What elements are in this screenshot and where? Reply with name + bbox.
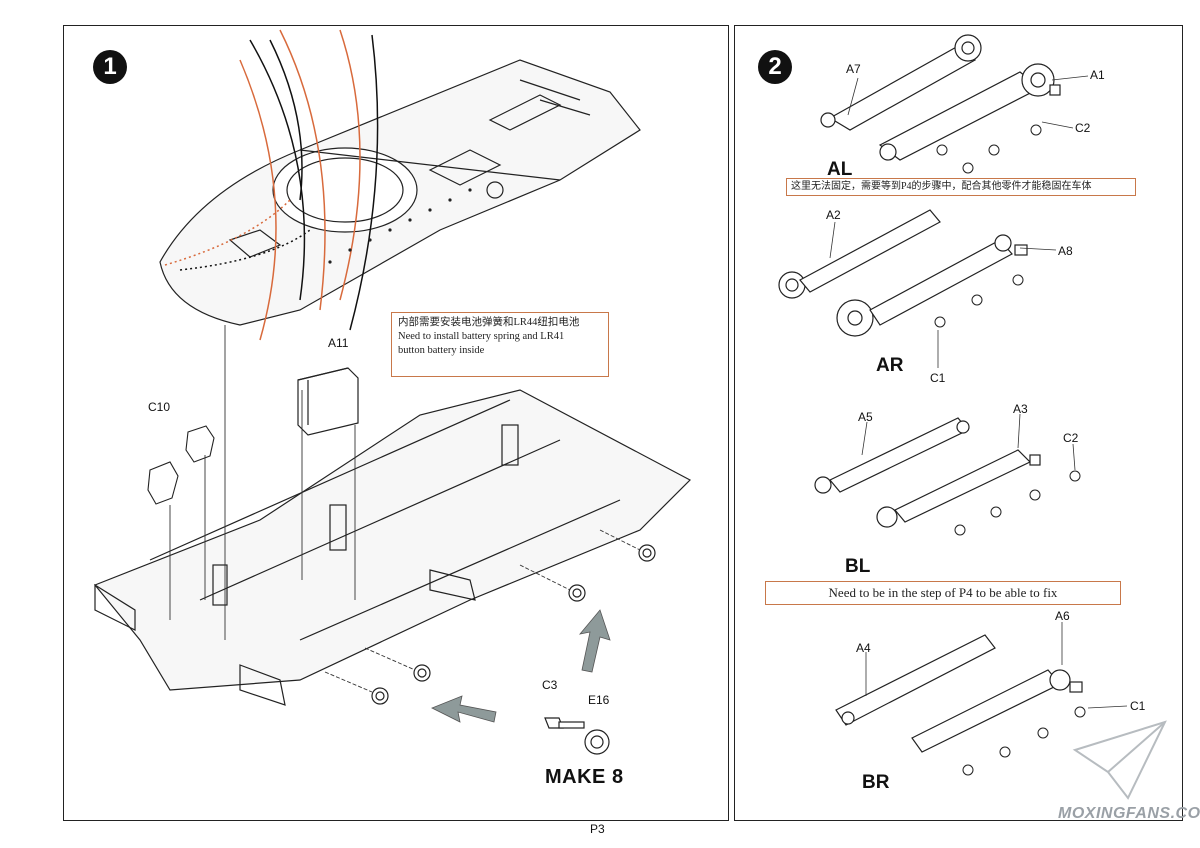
watermark-text: MOXINGFANS.COM xyxy=(1058,805,1200,822)
bl-fix-note-en: Need to be in the step of P4 to be able … xyxy=(765,581,1121,605)
hull-top-drawing xyxy=(159,59,641,326)
step-2-badge: 2 xyxy=(758,50,792,84)
label-a2: A2 xyxy=(826,208,841,222)
label-a8: A8 xyxy=(1058,244,1073,258)
wires xyxy=(164,29,379,341)
road-wheel-hubs xyxy=(371,544,656,705)
label-a4: A4 xyxy=(856,641,871,655)
part-c10 xyxy=(147,425,215,505)
label-a11: A11 xyxy=(328,336,349,350)
label-bl-c2: C2 xyxy=(1063,431,1079,445)
assembly-al xyxy=(820,34,1061,161)
battery-note-en-1: Need to install battery spring and LR41 xyxy=(398,331,565,342)
al-fix-note-cn: 这里无法固定，需要等到P4的步骤中，配合其他零件才能稳固在车体 xyxy=(786,178,1136,196)
guide-lines-1 xyxy=(169,325,356,640)
label-a6: A6 xyxy=(1055,609,1070,623)
title-al: AL xyxy=(827,159,853,180)
br-bolts xyxy=(962,706,1086,776)
direction-arrows xyxy=(431,609,611,723)
label-c3: C3 xyxy=(542,678,558,692)
watermark-plane-icon xyxy=(1072,720,1167,800)
hub-lines xyxy=(324,529,641,693)
label-a7: A7 xyxy=(846,62,861,76)
label-a5: A5 xyxy=(858,410,873,424)
label-a3: A3 xyxy=(1013,402,1028,416)
label-c10: C10 xyxy=(148,400,171,414)
label-al-c2: C2 xyxy=(1075,121,1091,135)
battery-box xyxy=(297,367,359,436)
leader-lines-2 xyxy=(829,75,1128,709)
hull-bottom-drawing xyxy=(94,389,691,706)
label-e16: E16 xyxy=(588,693,610,707)
label-a1: A1 xyxy=(1090,68,1105,82)
title-bl: BL xyxy=(845,556,871,577)
battery-note: 内部需要安装电池弹簧和LR44纽扣电池 Need to install batt… xyxy=(391,312,609,377)
battery-note-en-2: button battery inside xyxy=(398,345,485,356)
assembly-ar xyxy=(778,209,1028,337)
part-c3-e16 xyxy=(544,717,610,755)
ar-bolts xyxy=(934,274,1024,328)
step-1-badge: 1 xyxy=(93,50,127,84)
label-ar-c1: C1 xyxy=(930,371,946,385)
title-br: BR xyxy=(862,772,890,793)
label-br-c1: C1 xyxy=(1130,699,1146,713)
assembly-br xyxy=(835,634,1083,753)
al-bolts xyxy=(936,124,1042,174)
make-8-label: MAKE 8 xyxy=(545,766,624,788)
bl-bolts xyxy=(954,470,1081,536)
title-ar: AR xyxy=(876,355,904,376)
battery-note-cn: 内部需要安装电池弹簧和LR44纽扣电池 xyxy=(398,317,580,328)
hull-top-rivets xyxy=(328,188,472,264)
assembly-bl xyxy=(814,417,1041,528)
page-number: P3 xyxy=(590,822,605,836)
